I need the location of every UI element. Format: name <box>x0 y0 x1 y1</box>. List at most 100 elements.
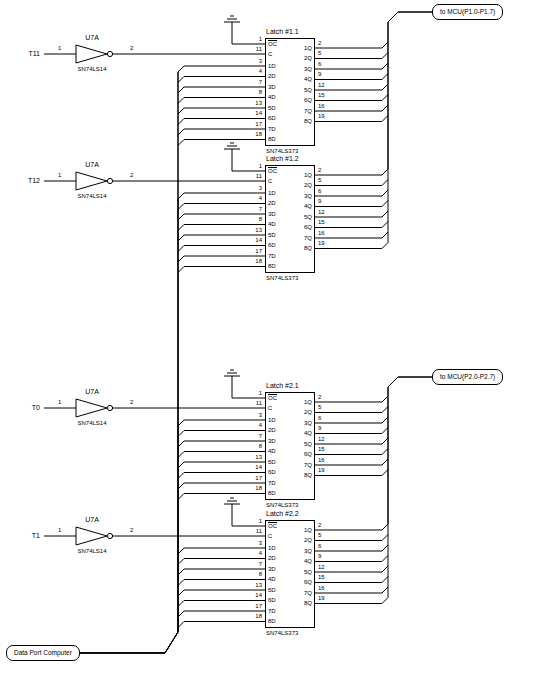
pin-name: OC <box>268 41 277 48</box>
pin-name: 6Q <box>304 97 312 104</box>
pin-number: 1 <box>58 527 61 534</box>
pin-number: 19 <box>318 113 325 120</box>
pin-number: 2 <box>130 45 133 52</box>
pin-name: C <box>268 178 272 185</box>
signal-name: T12 <box>8 177 40 184</box>
part-number: SN74LS14 <box>68 193 116 200</box>
bus-entry-wire <box>315 211 388 217</box>
pin-number: 1 <box>58 45 61 52</box>
pin-number: 8 <box>259 89 262 96</box>
bus-entry-wire <box>315 438 388 444</box>
bus-entry-wire <box>178 601 265 607</box>
pin-number: 4 <box>259 68 262 75</box>
pin-number: 15 <box>318 574 325 581</box>
inverter-bubble <box>107 533 112 538</box>
pin-number: 19 <box>318 595 325 602</box>
pin-name: 8D <box>268 618 276 625</box>
signal-name: T1 <box>8 532 40 539</box>
inverter-bubble <box>107 51 112 56</box>
pin-number: 4 <box>259 550 262 557</box>
ground-wire <box>232 149 265 171</box>
latch-chip: Latch #1.2SN74LS373OC1C111D32D43D74D85D1… <box>265 165 315 273</box>
pin-number: 15 <box>318 446 325 453</box>
bus-entry-wire <box>178 246 265 252</box>
pin-number: 7 <box>259 206 262 213</box>
bus-entry-wire <box>315 95 388 101</box>
inverter-bubble <box>107 405 112 410</box>
pin-number: 8 <box>259 443 262 450</box>
pin-number: 18 <box>255 131 262 138</box>
pin-number: 8 <box>259 571 262 578</box>
pin-number: 9 <box>318 553 321 560</box>
bus-entry-wire <box>178 452 265 458</box>
pin-name: 3D <box>268 84 276 91</box>
bus-entry-wire <box>315 53 388 59</box>
pin-name: C <box>268 533 272 540</box>
port-connector: Data Port Computer <box>6 645 80 661</box>
chip-name: Latch #2.2 <box>266 510 299 517</box>
port-name: to MCU(P2.0-P2.7) <box>440 373 495 381</box>
pin-number: 6 <box>318 543 321 550</box>
wire-connector <box>80 420 265 653</box>
pin-name: 2D <box>268 427 276 434</box>
pin-number: 12 <box>318 209 325 216</box>
output-stub <box>113 54 124 55</box>
part-number: SN74LS373 <box>266 502 298 509</box>
pin-name: 5D <box>268 587 276 594</box>
ground-symbol <box>227 19 237 20</box>
pin-number: 17 <box>255 121 262 128</box>
pin-name: 2Q <box>304 182 312 189</box>
pin-number: 11 <box>256 173 262 180</box>
pin-name: C <box>268 405 272 412</box>
pin-name: 1Q <box>304 527 312 534</box>
ground-symbol <box>230 143 234 144</box>
wire-connector <box>80 66 265 653</box>
output-stub <box>113 181 124 182</box>
bus-entry-wire <box>315 428 388 434</box>
pin-name: 5D <box>268 232 276 239</box>
bus-entry-wire <box>315 201 388 207</box>
pin-name: 1Q <box>304 45 312 52</box>
pin-number: 15 <box>318 92 325 99</box>
input-wire <box>44 536 68 537</box>
pin-name: 1D <box>268 417 276 424</box>
pin-name: 8Q <box>304 472 312 479</box>
pin-number: 11 <box>256 528 262 535</box>
pin-number: 2 <box>318 40 321 47</box>
pin-number: 6 <box>318 188 321 195</box>
pin-name: 3Q <box>304 420 312 427</box>
bus-entry-wire <box>178 225 265 231</box>
pin-name: 5Q <box>304 569 312 576</box>
bus-entry-wire <box>315 116 388 122</box>
ground-wire <box>232 376 265 398</box>
pin-number: 14 <box>255 237 262 244</box>
part-number: SN74LS14 <box>68 548 116 555</box>
bus-entry-wire <box>315 556 388 562</box>
inverter-gate: U7ASN74LS14 <box>68 32 124 76</box>
pin-number: 1 <box>259 518 262 525</box>
pin-name: 1Q <box>304 399 312 406</box>
pin-name: 8Q <box>304 118 312 125</box>
pin-number: 17 <box>255 475 262 482</box>
bus-entry-wire <box>315 545 388 551</box>
pin-number: 6 <box>318 61 321 68</box>
part-name: U7A <box>68 388 116 395</box>
bus-entry-wire <box>315 222 388 228</box>
bus-entry-wire <box>178 590 265 596</box>
pin-number: 7 <box>259 79 262 86</box>
pin-number: 4 <box>259 195 262 202</box>
pin-number: 14 <box>255 110 262 117</box>
bus-entry-wire <box>178 214 265 220</box>
pin-name: 6Q <box>304 579 312 586</box>
pin-number: 11 <box>256 400 262 407</box>
bus-entry-wire <box>315 459 388 465</box>
part-name: U7A <box>68 161 116 168</box>
part-number: SN74LS14 <box>68 66 116 73</box>
pin-number: 2 <box>130 399 133 406</box>
part-number: SN74LS14 <box>68 420 116 427</box>
bus-entry-wire <box>178 98 265 104</box>
pin-name: C <box>268 51 272 58</box>
bus-entry-wire <box>178 129 265 135</box>
bus-entry-wire <box>178 119 265 125</box>
bus-entry-wire <box>178 204 265 210</box>
